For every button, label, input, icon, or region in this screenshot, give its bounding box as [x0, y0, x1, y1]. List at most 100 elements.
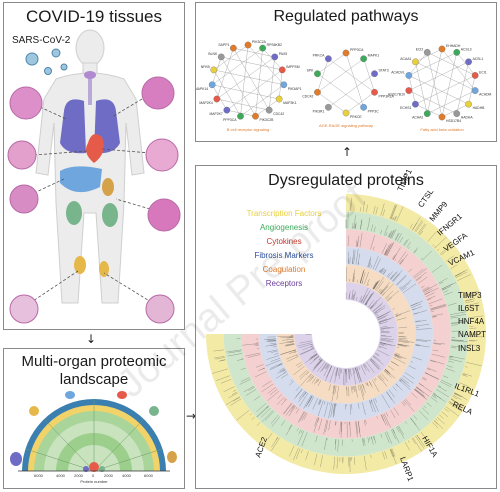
circos-tick	[441, 379, 453, 386]
circos-tick	[451, 339, 464, 341]
circos-tick	[381, 243, 387, 254]
circos-tick	[450, 345, 464, 348]
circos-tick	[396, 426, 400, 433]
circos-tick	[380, 373, 389, 382]
circos-tick	[306, 371, 310, 375]
circos-tick	[266, 355, 280, 360]
circos-tick	[380, 326, 388, 328]
circos-tick	[300, 348, 315, 355]
circos-tick	[213, 349, 224, 352]
circos-tick	[419, 230, 424, 236]
pathway-node-label: ACAA1	[400, 57, 411, 61]
circos-tick	[372, 282, 377, 289]
circos-tick	[416, 339, 431, 341]
circos-tick	[349, 421, 351, 437]
pathway-node-label: PRKCA	[313, 54, 325, 58]
circos-tick	[454, 270, 465, 277]
pathway-node	[325, 55, 332, 63]
circos-tick	[416, 386, 422, 391]
circos-tick	[287, 356, 299, 362]
circos-tick	[216, 375, 230, 381]
circos-tick	[362, 201, 365, 212]
pathway-edge	[456, 61, 469, 114]
circos-tick	[308, 354, 318, 361]
circos-tick	[451, 321, 467, 324]
circos-tick	[433, 342, 446, 345]
circos-tick	[213, 355, 225, 359]
circos-tick	[271, 436, 279, 448]
circos-tick	[391, 448, 396, 457]
circos-tick	[431, 353, 445, 358]
circos-tick	[380, 433, 383, 438]
circos-tick	[448, 360, 454, 363]
circos-tick	[256, 422, 261, 426]
circos-tick	[352, 272, 354, 282]
circos-tick	[386, 272, 390, 277]
pathway-node	[371, 70, 378, 78]
pathway-node-label: PAX5	[279, 52, 288, 56]
pathway-node	[412, 100, 419, 108]
circos-tick	[378, 288, 383, 294]
circos-tick	[414, 389, 426, 399]
circos-tick	[385, 232, 388, 237]
circos-tick	[288, 406, 296, 417]
circos-tick	[433, 392, 436, 395]
circos-tick	[369, 359, 380, 370]
left-lung	[60, 99, 86, 154]
circos-tick	[353, 368, 356, 375]
pathway-node-label: IMPPSM	[286, 65, 300, 69]
pathway-node-label: PIK3C2A	[252, 40, 267, 44]
tick-1: 4000	[56, 473, 66, 478]
protein-label: IL6ST	[458, 304, 479, 313]
circos-tick	[358, 366, 361, 370]
circos-tick	[380, 327, 391, 329]
circos-tick	[270, 342, 277, 345]
circos-tick	[329, 402, 331, 405]
pathway-node	[471, 72, 479, 79]
circos-tick	[245, 352, 261, 357]
circos-tick	[271, 350, 278, 353]
circos-tick	[400, 378, 410, 387]
circos-tick	[289, 405, 295, 413]
circos-tick	[425, 292, 435, 297]
kidney-icon	[149, 406, 159, 416]
circos-tick	[282, 339, 294, 341]
circos-tick	[366, 204, 368, 213]
circos-tick	[429, 304, 433, 307]
landscape-title-line2: landscape	[59, 371, 129, 388]
circos-tick	[370, 358, 375, 363]
circos-tick	[293, 349, 296, 351]
circos-tick	[288, 424, 292, 430]
circos-tick	[375, 258, 381, 271]
circos-tick	[373, 280, 380, 290]
circos-tick	[410, 361, 413, 363]
circos-tick	[271, 437, 280, 452]
circos-tick	[369, 437, 371, 441]
circos-tick	[318, 358, 321, 361]
circos-tick	[362, 438, 364, 447]
circos-tick	[406, 241, 411, 248]
circos-tick	[396, 274, 407, 285]
circos-tick	[314, 453, 318, 465]
circos-tick	[379, 342, 386, 345]
tick-6: 6000	[144, 473, 154, 478]
circos-tick	[386, 242, 395, 257]
circos-tick	[436, 248, 440, 251]
circos-tick	[374, 353, 379, 357]
circos-tick	[256, 403, 267, 412]
circos-tick	[393, 357, 406, 364]
pathway-edge	[408, 90, 457, 114]
pathway-edge	[427, 52, 443, 118]
circos-tick	[298, 391, 306, 403]
circos-tick	[368, 400, 374, 413]
circos-tick	[355, 385, 358, 398]
circos-tick	[432, 316, 437, 318]
circos-tick	[386, 290, 400, 301]
landscape-axis-label: Protein number	[80, 479, 108, 484]
circos-tick	[404, 372, 415, 379]
protein-label: TIMP1	[396, 167, 414, 193]
circos-tick	[418, 382, 424, 387]
circos-tick	[349, 291, 351, 300]
circos-tick	[340, 368, 342, 374]
pathway-caption: B cell receptor signaling	[227, 127, 269, 132]
